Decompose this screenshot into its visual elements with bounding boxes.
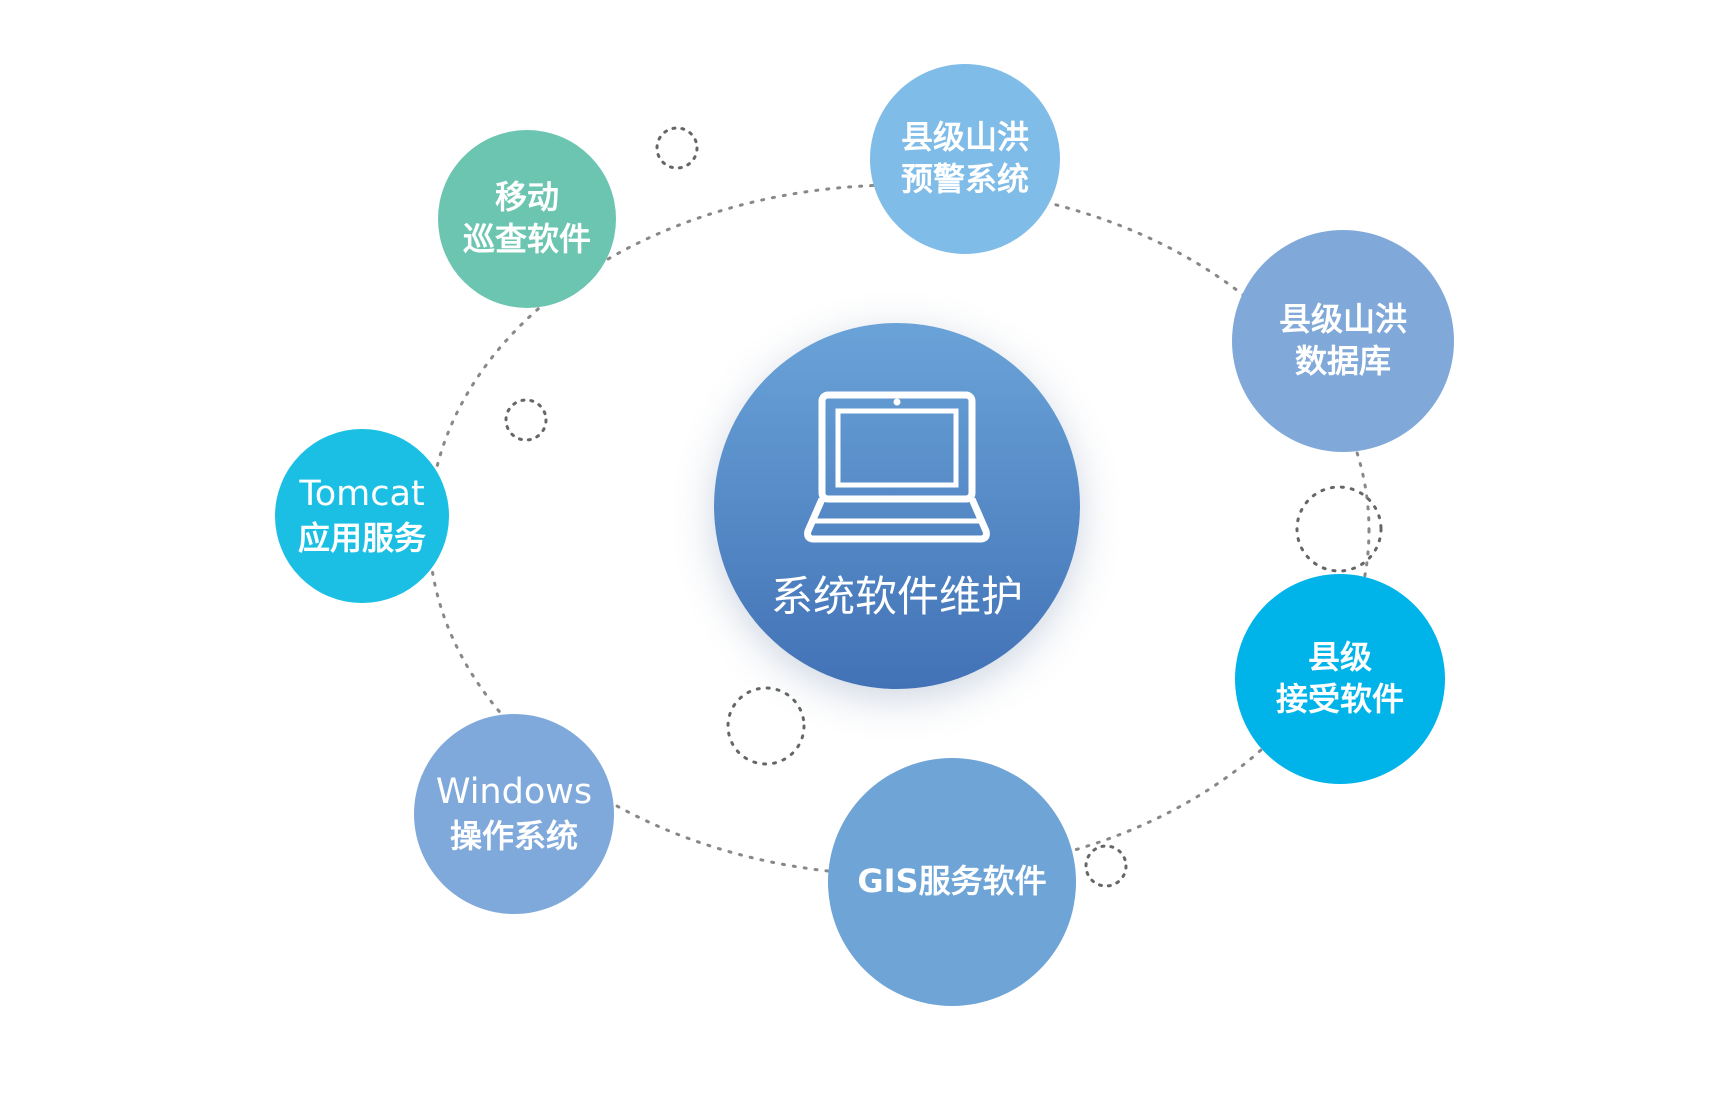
- node-line: Tomcat: [299, 474, 425, 515]
- node-line: 应用服务: [297, 518, 426, 557]
- node-line: 操作系统: [449, 816, 578, 855]
- node-mobile-inspection: 移动 巡查软件: [438, 130, 616, 308]
- node-tomcat: Tomcat 应用服务: [275, 429, 449, 603]
- node-line: 县级: [1307, 638, 1372, 677]
- node-line: 巡查软件: [462, 220, 591, 258]
- node-line: 接受软件: [1275, 680, 1404, 718]
- center-node: 系统软件维护: [714, 323, 1080, 689]
- dotted-ring: [504, 398, 548, 442]
- laptop-icon: [804, 391, 990, 542]
- dotted-ring: [726, 686, 806, 766]
- center-label: 系统软件维护: [770, 571, 1023, 621]
- node-line: 县级山洪: [900, 118, 1029, 157]
- node-windows: Windows 操作系统: [414, 714, 614, 914]
- dotted-ring: [1295, 485, 1383, 573]
- node-line: 县级山洪: [1278, 300, 1407, 339]
- node-line: 移动: [494, 178, 559, 217]
- dotted-ring: [1084, 844, 1128, 888]
- node-line: 预警系统: [900, 160, 1029, 198]
- node-warning-system: 县级山洪 预警系统: [870, 64, 1060, 254]
- node-line: Windows: [435, 772, 593, 813]
- node-line: 数据库: [1294, 342, 1391, 380]
- node-gis-software: GIS服务软件: [828, 758, 1076, 1006]
- dotted-ring: [655, 126, 699, 170]
- node-receive-software: 县级 接受软件: [1235, 574, 1445, 784]
- node-database: 县级山洪 数据库: [1232, 230, 1454, 452]
- node-line: GIS服务软件: [857, 862, 1047, 901]
